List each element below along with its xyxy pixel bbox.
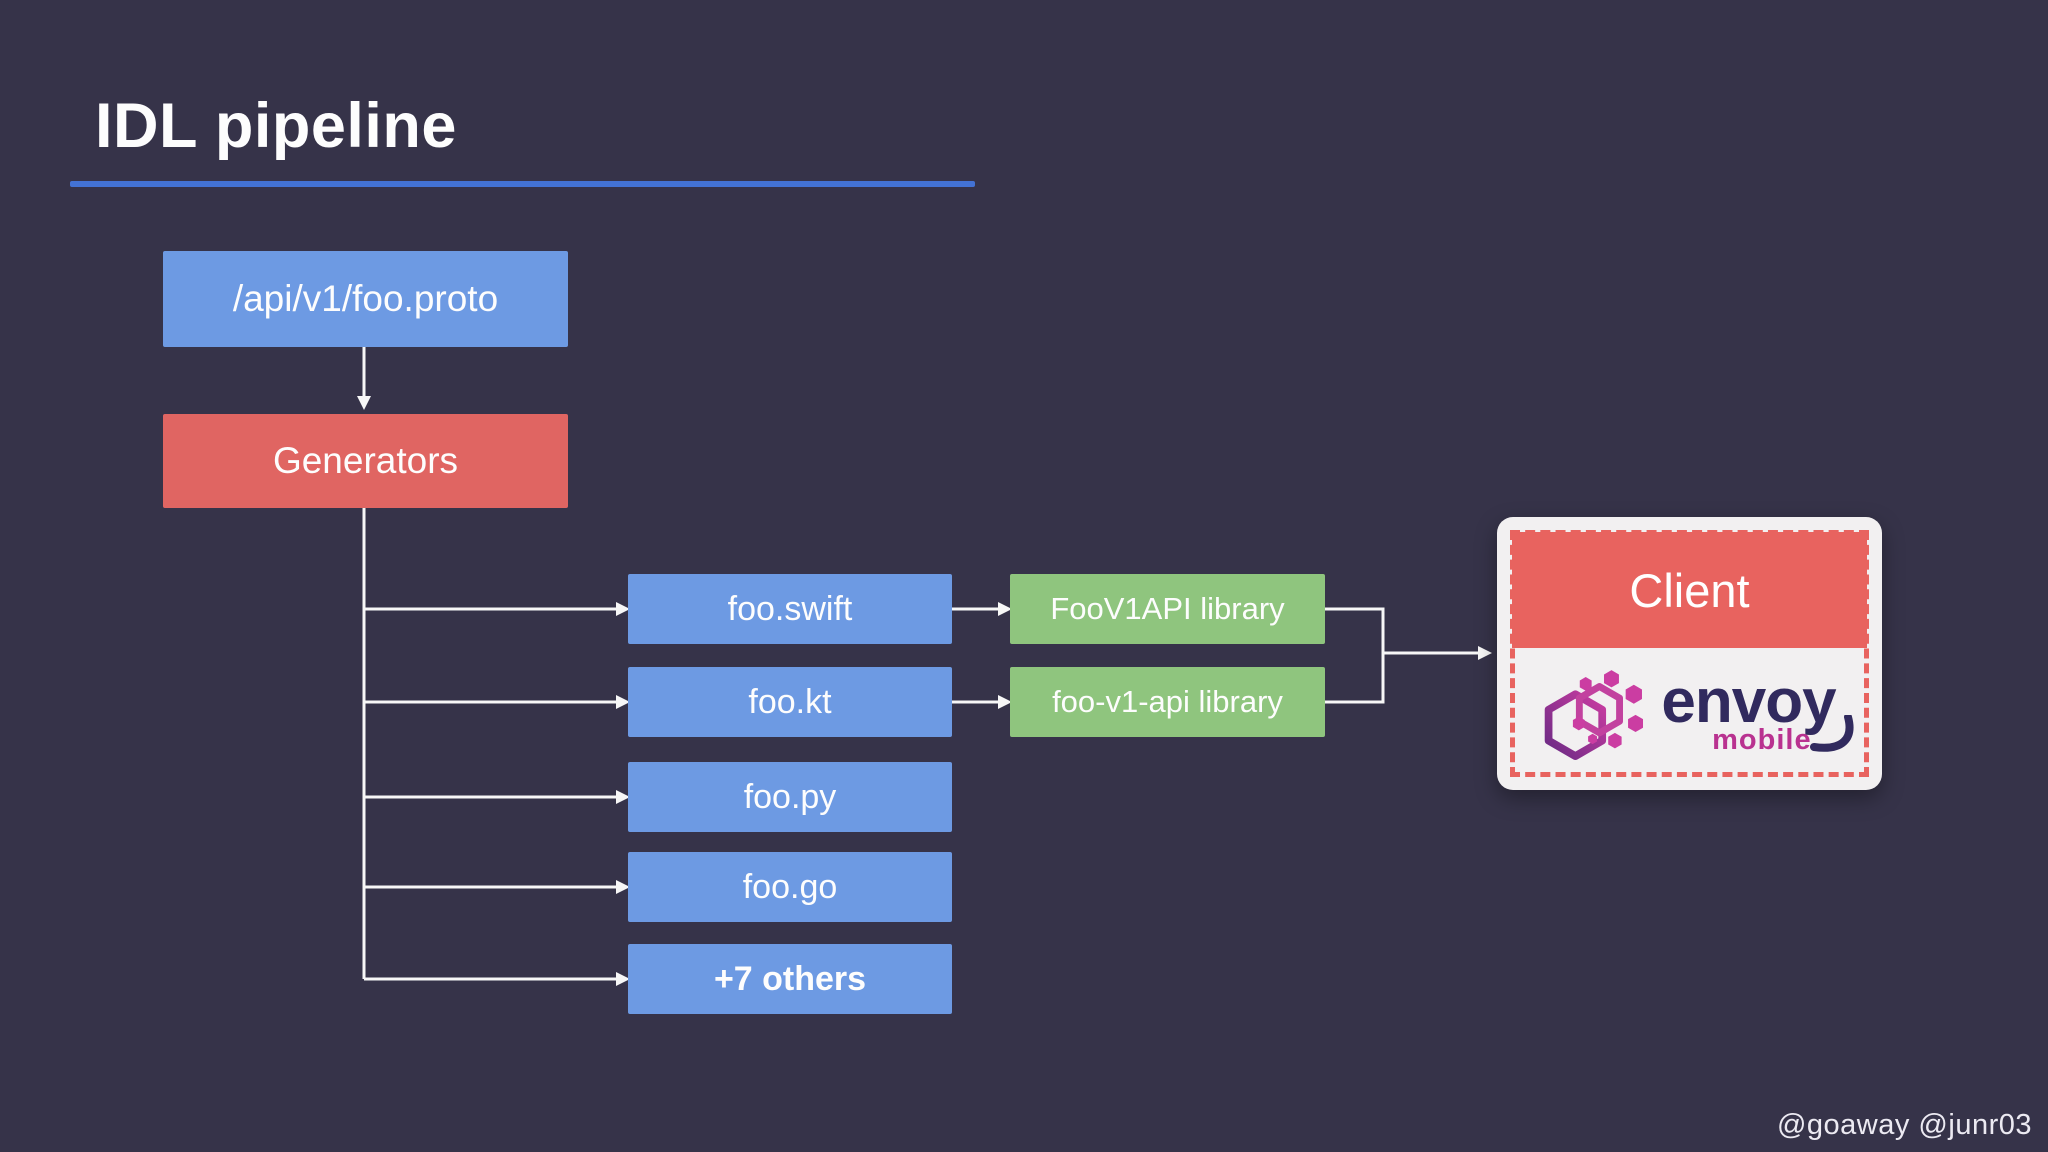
node-foo-py-label: foo.py bbox=[743, 777, 837, 816]
node-foo-swift-label: foo.swift bbox=[727, 589, 853, 628]
client-label: Client bbox=[1629, 563, 1750, 617]
envoy-y-tail-icon bbox=[1809, 714, 1853, 752]
node-foo-swift: foo.swift bbox=[628, 574, 952, 644]
node-foo-kt-label: foo.kt bbox=[748, 682, 832, 721]
node-proto-file-label: /api/v1/foo.proto bbox=[232, 278, 499, 319]
title-underline bbox=[70, 181, 975, 187]
envoy-brand-text: envoy bbox=[1661, 666, 1836, 736]
envoy-hex-icon bbox=[1545, 669, 1644, 760]
credit-text: @goaway @junr03 bbox=[1776, 1109, 2032, 1141]
envoy-mobile-text: mobile bbox=[1712, 723, 1812, 756]
node-foov1api-library-label: FooV1API library bbox=[1050, 591, 1285, 626]
node-foov1api-library: FooV1API library bbox=[1010, 574, 1325, 644]
client-card: Client bbox=[1497, 517, 1882, 790]
node-foo-v1-api-library-label: foo-v1-api library bbox=[1052, 684, 1283, 719]
client-header: Client bbox=[1512, 532, 1867, 648]
envoy-wordmark: envoy mobile bbox=[1661, 666, 1853, 756]
node-plus-others-label: +7 others bbox=[713, 959, 867, 998]
node-plus-others: +7 others bbox=[628, 944, 952, 1014]
node-generators: Generators bbox=[163, 414, 568, 508]
node-proto-file: /api/v1/foo.proto bbox=[163, 251, 568, 347]
node-foo-go-label: foo.go bbox=[742, 867, 838, 906]
envoy-mobile-logo: envoy mobile bbox=[1521, 657, 1858, 770]
node-generators-label: Generators bbox=[272, 440, 459, 481]
node-foo-py: foo.py bbox=[628, 762, 952, 832]
node-foo-go: foo.go bbox=[628, 852, 952, 922]
page-title: IDL pipeline bbox=[95, 91, 457, 161]
node-foo-kt: foo.kt bbox=[628, 667, 952, 737]
node-foo-v1-api-library: foo-v1-api library bbox=[1010, 667, 1325, 737]
